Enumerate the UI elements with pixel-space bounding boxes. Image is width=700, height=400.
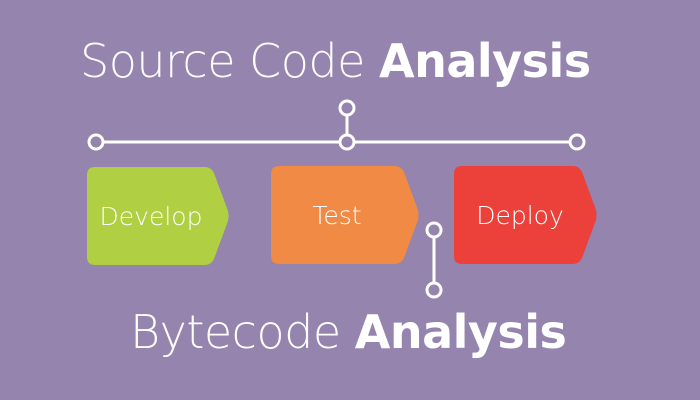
timeline-node-top-icon bbox=[338, 99, 356, 117]
timeline-node-right-icon bbox=[568, 133, 586, 151]
title-bold-part: Analysis bbox=[354, 305, 567, 359]
timeline-node-center-icon bbox=[338, 133, 356, 151]
title-bold-part: Analysis bbox=[379, 34, 591, 88]
stage-label-deploy: Deploy bbox=[476, 200, 564, 230]
stage-label-develop: Develop bbox=[99, 201, 203, 231]
bottom-node-lower-icon bbox=[425, 281, 443, 299]
arrow-tag-shape-icon bbox=[271, 166, 419, 264]
arrow-tag-shape-icon bbox=[454, 166, 597, 264]
stage-develop: Develop bbox=[87, 167, 229, 265]
title-light-part: Source Code bbox=[80, 34, 379, 88]
timeline-node-left-icon bbox=[87, 133, 105, 151]
stage-test: Test bbox=[271, 166, 419, 264]
arrow-tag-shape-icon bbox=[87, 167, 229, 265]
source-code-analysis-title: Source Code Analysis bbox=[80, 33, 591, 89]
stage-label-test: Test bbox=[312, 200, 362, 230]
stage-deploy: Deploy bbox=[454, 166, 597, 264]
bytecode-analysis-title: Bytecode Analysis bbox=[130, 304, 567, 360]
title-light-part: Bytecode bbox=[130, 305, 355, 359]
bottom-node-upper-icon bbox=[425, 221, 443, 239]
